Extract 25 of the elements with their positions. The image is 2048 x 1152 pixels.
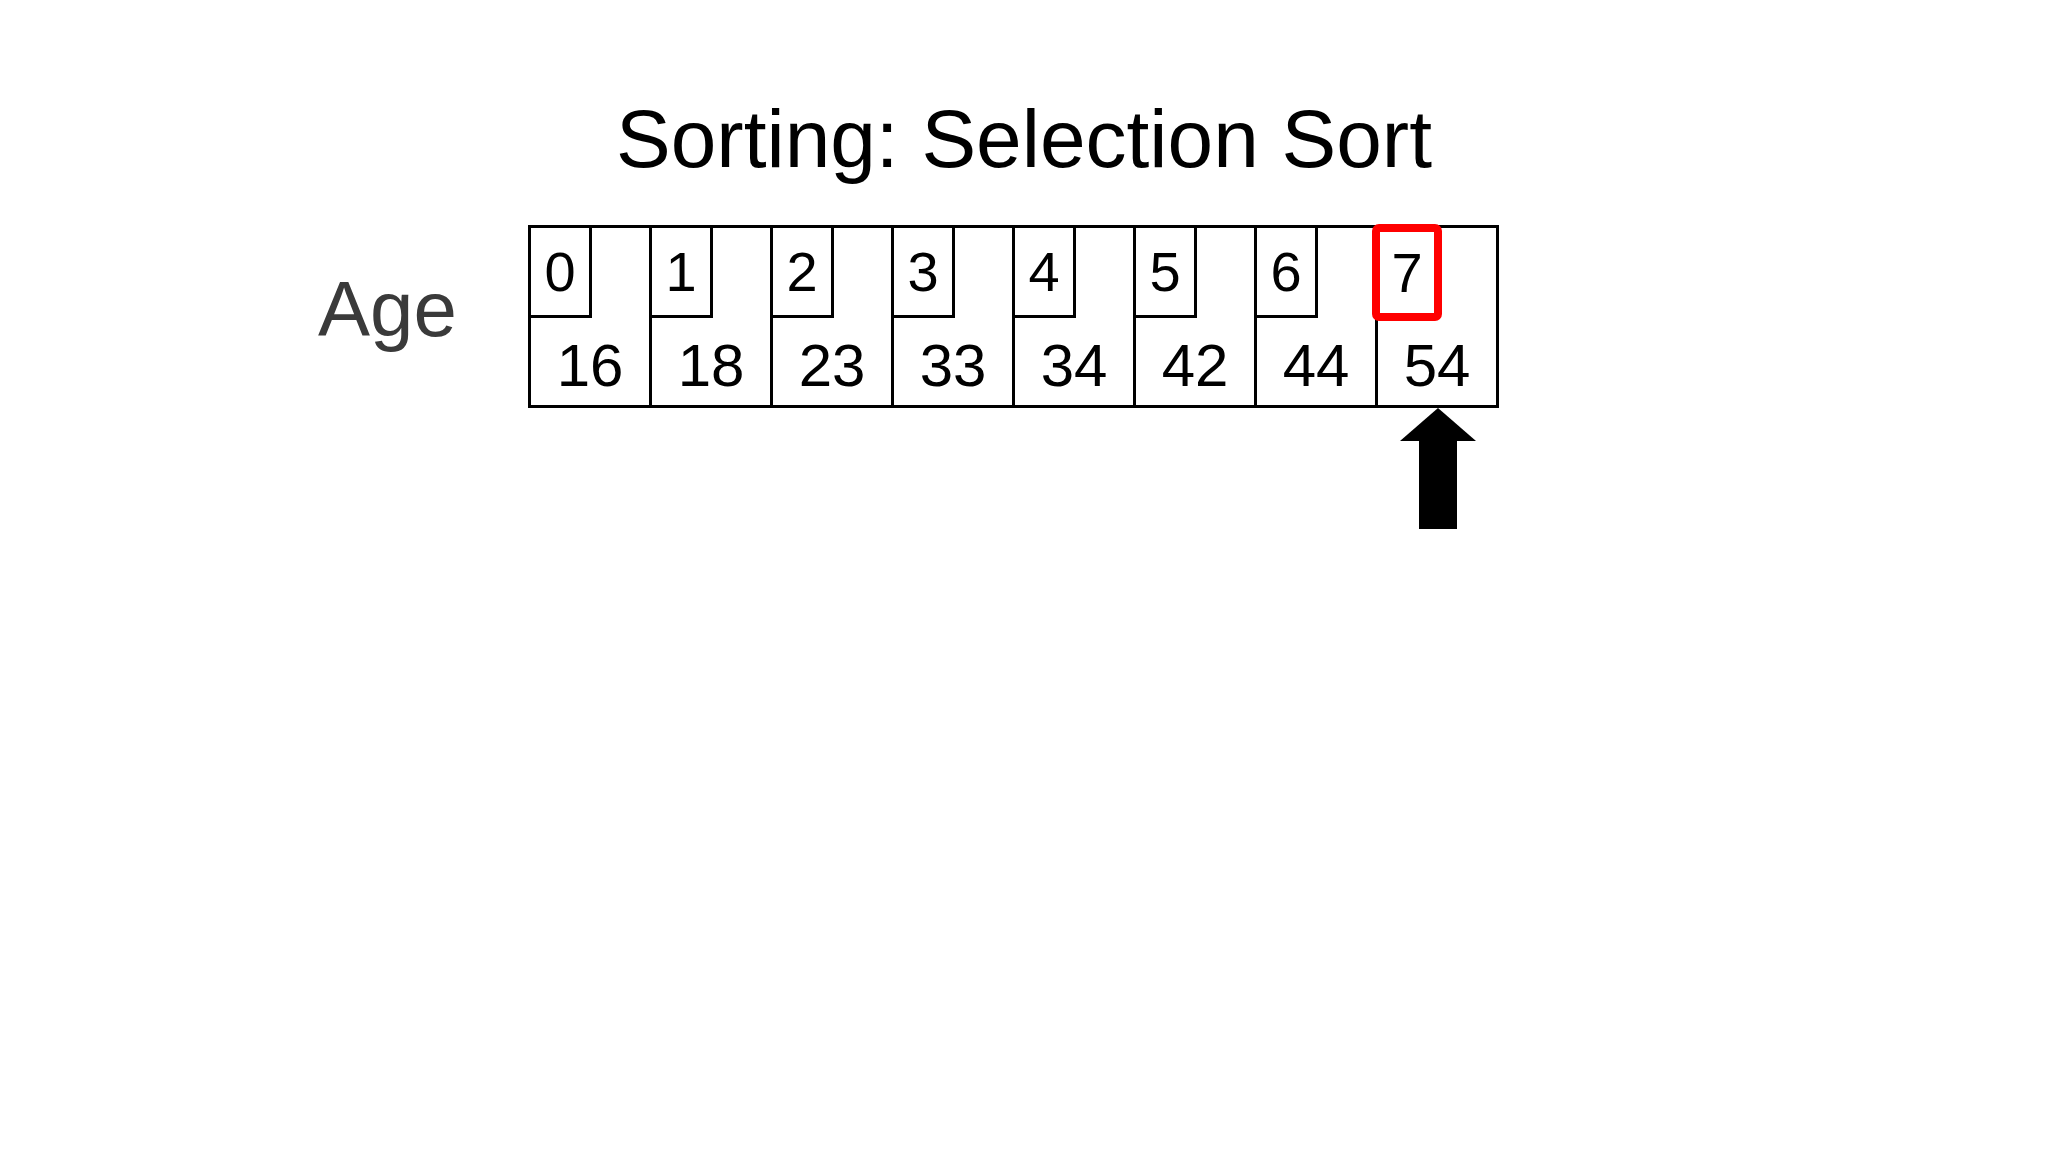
array-value: 42 xyxy=(1160,336,1230,396)
index-box: 0 xyxy=(528,225,592,318)
index-box: 3 xyxy=(891,225,955,318)
array-cell xyxy=(1133,225,1257,408)
array-cell xyxy=(528,225,652,408)
index-box: 7 xyxy=(1372,224,1442,321)
array-cell xyxy=(1375,225,1499,408)
pointer-arrow xyxy=(1400,408,1476,529)
index-box: 5 xyxy=(1133,225,1197,318)
array-cell xyxy=(1012,225,1136,408)
array-cell xyxy=(891,225,1015,408)
array-cell xyxy=(649,225,773,408)
index-box: 4 xyxy=(1012,225,1076,318)
array-cell xyxy=(1254,225,1378,408)
array-value: 54 xyxy=(1402,336,1472,396)
array-value: 33 xyxy=(918,336,988,396)
array-cell xyxy=(770,225,894,408)
array-value: 44 xyxy=(1281,336,1351,396)
array-value: 23 xyxy=(797,336,867,396)
index-box: 1 xyxy=(649,225,713,318)
array-value: 34 xyxy=(1039,336,1109,396)
array-value: 16 xyxy=(555,336,625,396)
array-value: 18 xyxy=(676,336,746,396)
index-box: 6 xyxy=(1254,225,1318,318)
index-box: 2 xyxy=(770,225,834,318)
